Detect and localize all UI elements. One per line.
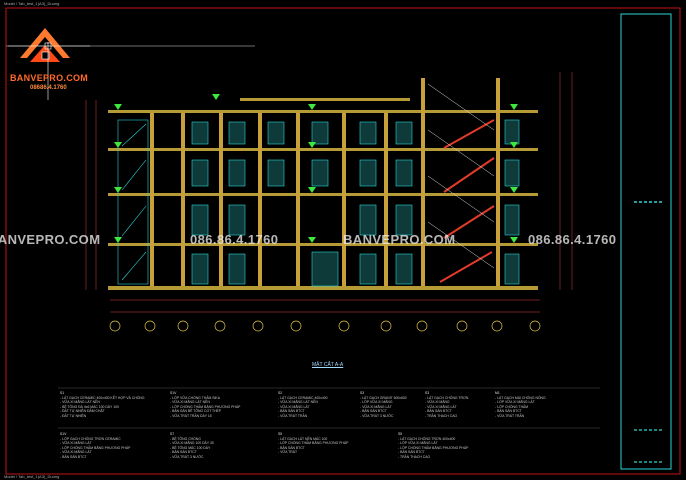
legend-heading: S5 [278,432,283,436]
legend-line: - VỮA XI MĂNG LÁT [425,404,457,409]
legend-block: M1 - LÁT GẠCH MÁI CHỐNG NÓNG - LỚP VỮA X… [495,391,546,419]
legend-line: - VỮA TRÁT 3 NƯỚC [360,413,394,418]
legend-heading: S3 [425,391,430,395]
legend-block: S2 - LÁT GẠCH CERAMIC 400x400 - VỮA XI M… [278,391,328,419]
legend-block: S1V - LỚP VỮA CHỐNG THẤM SIKA - VỮA XI M… [170,391,240,419]
legend-line: - VỮA XI MĂNG LÁT [60,450,92,455]
legend-line: - LỚP VỮA XI MĂNG LÁT [495,400,535,405]
layout-tab-bottom[interactable]: Model \ Tab_test_1(A3)_Duong [4,474,60,479]
legend-line: - LỚP VỮA XI MĂNG LÁT [398,441,438,446]
legend-line: - BÊ TÔNG CHỐNG [170,436,201,441]
legend-line: - LÁT GẠCH CERAMIC 400x400 [278,395,328,400]
legend-line: - VỮA TRÁT [278,450,298,455]
legend-line: - LỚP GẠCH CHỐNG TRƠN CERAMIC [60,436,121,441]
legend-line: - LỚP CHỐNG THẤM BẰNG PHƯƠNG PHÁP [170,404,241,409]
legend-line: - BẢN SÀN BTCT [278,445,305,450]
legend-line: - BÊ TÔNG MÁC 100 DÀY [170,445,211,450]
legend-block: S1V - LỚP GẠCH CHỐNG TRƠN CERAMIC - VỮA … [60,432,130,460]
legend-line: - LỚP CHỐNG THẤM BẰNG PHƯƠNG PHÁP [398,445,469,450]
legend-block: S3 - LÁT GẠCH GRANIT 600x600 - LỚP VỮA X… [360,391,407,419]
legend-line: - LÁT GẠCH GRANIT 600x600 [360,395,407,400]
legend-heading: S1V [60,432,67,436]
legend-line: - VỮA XI MĂNG LÁT NỀN [170,400,210,405]
legend-line: - VỮA XI MĂNG LÁT NỀN [60,400,100,405]
watermark-phone: 086.86.4.1760 [528,232,617,247]
legend-line: - LÁT GẠCH LÁT NỀN MÁC 100 [278,436,328,441]
legend-block: S5 - LÁT GẠCH CHỐNG TRƠN 400x400 - LỚP V… [398,432,468,460]
legend-line: - VỮA XI MĂNG [425,400,450,405]
legend-line: - VỮA XI MĂNG 100 DÀY 30 [170,441,214,446]
legend-heading: M1 [495,391,500,395]
sheet-frame [5,7,681,475]
legend-heading: S3 [360,391,365,395]
legend-line: - LỚP CHỐNG THẤM BẰNG PHƯƠNG PHÁP [278,441,349,446]
legend-line: - VỮA XI MĂNG LÁT NỀN [278,400,318,405]
legend-line: - BẢN SÀN BTCT [425,409,452,414]
legend-line: - LÁT GẠCH CHỐNG TRƠN 400x400 [398,436,456,441]
legend-line: - VỮA TRÁT 3 NƯỚC [170,454,204,459]
legend-line: - VỮA TRÁT TRẦN DÀY 15 [170,413,212,418]
logo-phone: 08686.4.1760 [30,85,67,91]
crosshair-cursor-icon [8,42,90,100]
legend-heading: S7 [170,432,175,436]
grid-axis-bubbles [109,320,541,332]
legend-line: - VỮA TRÁT TRẦN [278,413,308,418]
legend-block: S1 - LÁT GẠCH CERAMIC 400x400 KẾT HỢP VẢ… [60,391,145,419]
legend-line: - BẢN SÀN BÊ TÔNG CỐT THÉP [170,409,222,414]
legend-line: - LỚP VỮA XI MĂNG [360,400,393,405]
legend-line: - LÁT GẠCH CHỐNG TRƠN [425,395,469,400]
legend-line: - ĐẤT TỰ NHIÊN ĐẦM CHẶT [60,409,105,414]
legend-heading: S2 [278,391,283,395]
title-block [620,13,672,470]
layout-tab-left[interactable]: Model \ Tab_test_1(A3)_Duong [4,1,60,6]
legend-line: - BẢN SÀN BTCT [60,454,87,459]
legend-line: - VỮA TRÁT TRẦN [495,413,525,418]
building-section [85,72,573,313]
logo-roof-icon [20,28,70,62]
drawing-title: MẶT CẮT A-A [312,362,344,368]
legend-line: - VỮA XI MĂNG LÁT [278,404,310,409]
legend-line: - ĐẤT TỰ NHIÊN [60,413,87,418]
legend-line: - LỚP VỮA CHỐNG THẤM SIKA [170,395,220,400]
legend-block: S5 - LÁT GẠCH LÁT NỀN MÁC 100 - LỚP CHỐN… [278,432,348,455]
legend-line: - LÁT GẠCH MÁI CHỐNG NÓNG [495,395,546,400]
legend-block: S3 - LÁT GẠCH CHỐNG TRƠN - VỮA XI MĂNG -… [425,391,468,419]
legend-line: - LÁT GẠCH CERAMIC 400x400 KẾT HỢP VẢ CH… [60,395,145,400]
logo-name: BANVEPRO.COM [10,73,89,83]
legend-line: - BẢN SÀN BTCT [170,450,197,455]
legend-line: - VỮA XI MĂNG LÁT [60,441,92,446]
legend-block: S7 - BÊ TÔNG CHỐNG - VỮA XI MĂNG 100 DÀY… [170,432,214,460]
watermark-phone: 086.86.4.1760 [190,232,279,247]
legend-line: - LỚP CHỐNG THẤM [495,404,529,409]
legend-line: - BÊ TÔNG ĐÁ 4x6 MÁC 100 DÀY 100 [60,404,119,409]
legend-heading: S1 [60,391,65,395]
legend-heading: S1V [170,391,177,395]
legend-line: - BẢN SÀN BTCT [278,409,305,414]
legend-line: - BẢN SÀN BTCT [495,409,522,414]
legend-heading: S5 [398,432,403,436]
watermark-brand: BANVEPRO.COM [0,232,101,247]
legend-line: - TRẦN THẠCH CAO [425,413,458,418]
legend-grid [58,387,600,429]
legend-line: - BẢN SÀN BTCT [398,450,425,455]
legend-line: - VỮA XI MĂNG LÁT [360,404,392,409]
watermark-brand: BANVEPRO.COM [343,232,456,247]
legend-line: - LỚP CHỐNG THẤM BẰNG PHƯƠNG PHÁP [60,445,131,450]
legend-line: - BẢN SÀN BTCT [360,409,387,414]
legend-line: - TRẦN THẠCH CAO [398,454,431,459]
